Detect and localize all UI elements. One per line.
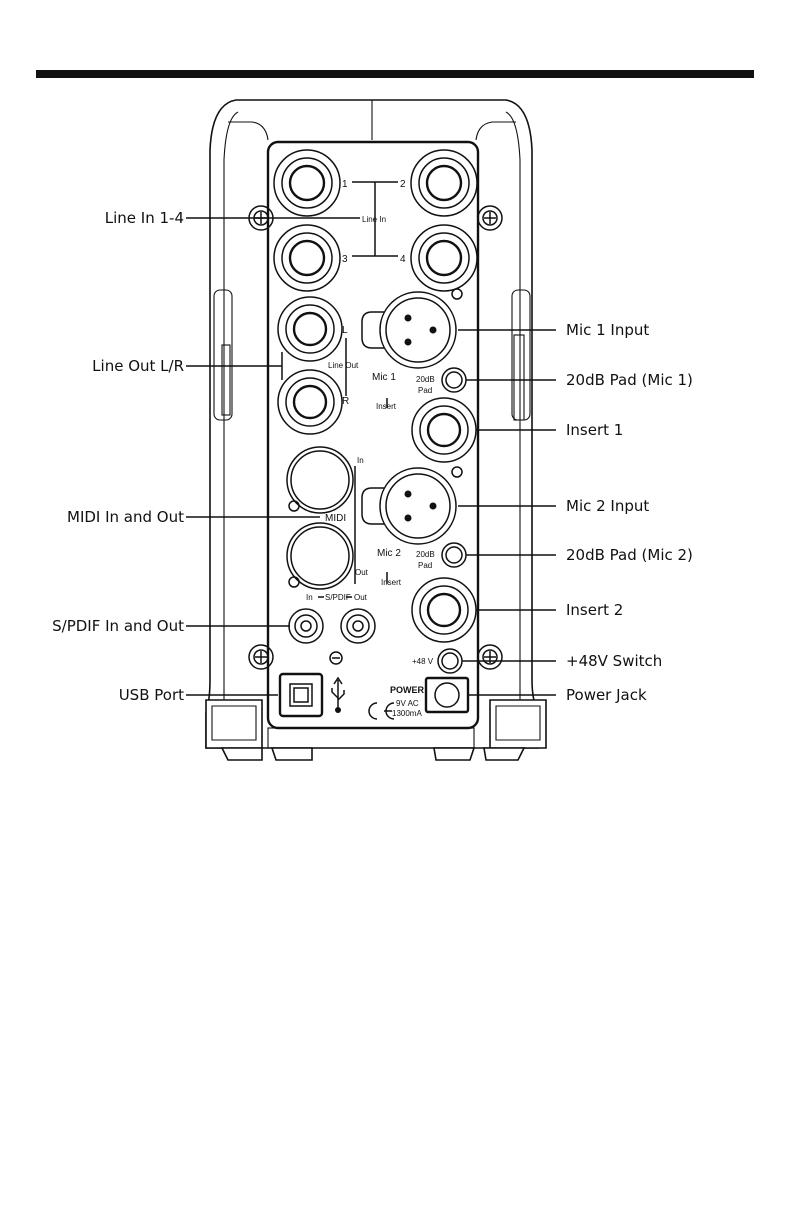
panel-label-insert-2: Insert — [381, 578, 402, 587]
callout-phantom-switch: +48V Switch — [566, 652, 662, 670]
panel-label-2: 2 — [400, 179, 406, 190]
panel-label-mic-2: Mic 2 — [377, 548, 401, 559]
callout-spdif: S/PDIF In and Out — [52, 617, 184, 635]
panel-label-midi-out: Out — [355, 568, 369, 577]
panel-label-pad-1a: 20dB — [416, 375, 435, 384]
panel-label-power: POWER — [390, 685, 425, 695]
panel-label-line-out: Line Out — [328, 361, 359, 370]
panel-label-pad-1b: Pad — [418, 386, 432, 395]
panel-label-48v: +48 V — [412, 657, 434, 666]
callout-insert-2: Insert 2 — [566, 601, 623, 619]
panel-label-midi-in: In — [357, 456, 364, 465]
panel-label-line-in: Line In — [362, 215, 386, 224]
callout-mic-1-input: Mic 1 Input — [566, 321, 649, 339]
panel-label-1: 1 — [342, 179, 348, 190]
panel-label-1300ma: 1300mA — [392, 709, 422, 718]
header-bar — [36, 70, 754, 78]
panel-label-midi: MIDI — [325, 513, 346, 524]
callout-insert-1: Insert 1 — [566, 421, 623, 439]
callout-midi: MIDI In and Out — [67, 508, 184, 526]
panel-label-4: 4 — [400, 254, 406, 265]
panel-label-pad-2b: Pad — [418, 561, 432, 570]
callout-usb-port: USB Port — [119, 686, 184, 704]
panel-label-spdif-out: Out — [354, 593, 368, 602]
callout-line-in: Line In 1-4 — [105, 209, 184, 227]
callout-mic-2-input: Mic 2 Input — [566, 497, 649, 515]
panel-label-insert-1: Insert — [376, 402, 397, 411]
callout-power-jack: Power Jack — [566, 686, 647, 704]
panel-label-mic-1: Mic 1 — [372, 372, 396, 383]
callout-line-out: Line Out L/R — [92, 357, 184, 375]
panel-label-3: 3 — [342, 254, 348, 265]
panel-label-pad-2a: 20dB — [416, 550, 435, 559]
callout-pad-mic-2: 20dB Pad (Mic 2) — [566, 546, 693, 564]
panel-label-9vac: 9V AC — [396, 699, 419, 708]
panel-label-l: L — [342, 325, 348, 336]
panel-label-spdif-in: In — [306, 593, 313, 602]
callout-pad-mic-1: 20dB Pad (Mic 1) — [566, 371, 693, 389]
panel-label-spdif: S/PDIF — [325, 593, 351, 602]
panel-label-r: R — [342, 396, 349, 407]
